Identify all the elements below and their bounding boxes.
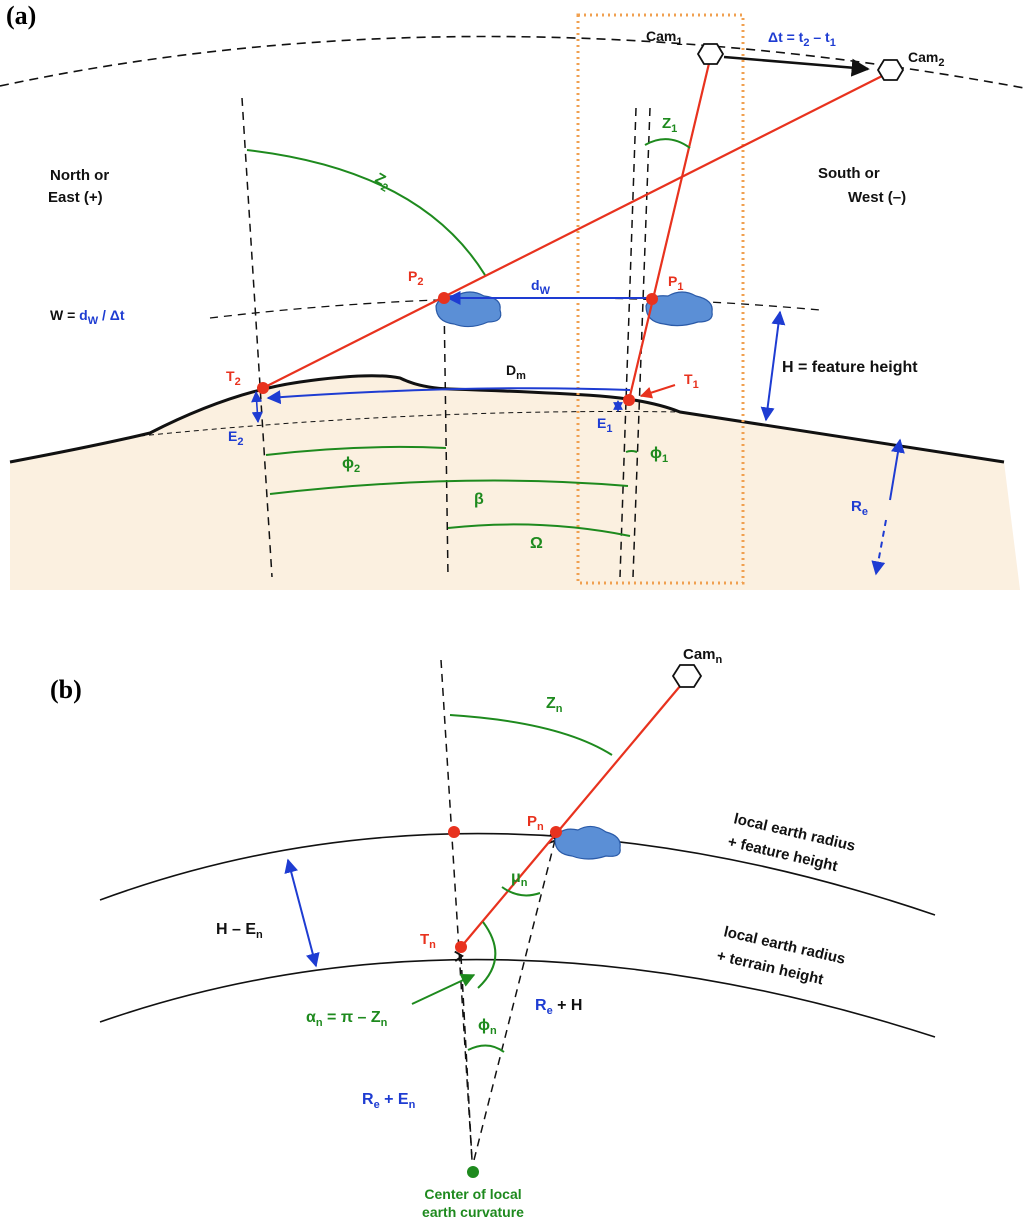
panel-a-tag: (a): [6, 1, 36, 30]
beta-label: β: [474, 491, 484, 508]
alpha-equation: αn = π – Zn: [306, 1009, 388, 1029]
angle-mun-arc: [501, 886, 541, 897]
panel-b-tag: (b): [50, 675, 82, 704]
vertical-p2: [443, 297, 449, 578]
e1-label: E1: [597, 415, 612, 435]
vertical-t2: [241, 97, 273, 578]
ray-cam2: [262, 71, 891, 389]
re-plus-h-label: Re + H: [535, 997, 582, 1017]
dm-label: Dm: [506, 362, 526, 382]
zn-label: Zn: [546, 695, 563, 715]
cam1-icon: [696, 43, 725, 65]
angle-phi2-arc: [265, 445, 447, 456]
angle-alpha-arc: [477, 921, 497, 989]
camn-icon: [671, 664, 703, 688]
ray-camn: [460, 678, 687, 948]
z1-label: Z1: [662, 115, 677, 135]
feature-height-label: H = feature height: [782, 359, 918, 376]
point-t1: [623, 394, 635, 406]
point-p2: [438, 292, 450, 304]
panel-a: (a): [0, 1, 1024, 590]
point-zenith-projection: [448, 826, 460, 838]
north-label-line2: East (+): [48, 189, 103, 206]
pn-label: Pn: [527, 813, 544, 833]
phin-label: ϕn: [478, 1017, 497, 1037]
dw-label: dW: [531, 277, 551, 297]
h-arrow: [760, 310, 786, 422]
t2-label: T2: [226, 368, 241, 388]
tn-label: Tn: [420, 931, 436, 951]
cam2-label: Cam2: [908, 49, 944, 69]
p1-label: P1: [668, 273, 683, 293]
satellite-motion-arrow: [723, 55, 870, 77]
phi2-label: ϕ2: [342, 455, 360, 475]
panel-b: (b) Camn Zn Pn Tn μn H – En: [50, 646, 936, 1220]
p2-label: P2: [408, 268, 423, 288]
re-arrow-dashed: [871, 519, 887, 576]
delta-t-label: Δt = t2 – t1: [768, 29, 836, 49]
cloud-pn: [554, 825, 621, 860]
z2-label: Z2: [371, 170, 394, 195]
cam1-label: Cam1: [646, 28, 682, 48]
angle-z2-arc: [246, 149, 486, 276]
north-label-line1: North or: [50, 167, 109, 184]
angle-zn-arc: [449, 714, 613, 756]
south-label-line1: South or: [818, 165, 880, 182]
e2-arrow: [251, 390, 263, 424]
point-earth-center: [467, 1166, 479, 1178]
satellite-orbit: [0, 35, 1024, 89]
h-minus-en-label: H – En: [216, 921, 263, 941]
re-arrow-solid: [889, 438, 905, 501]
camn-label: Camn: [683, 646, 723, 666]
cloud-p1: [645, 291, 713, 327]
re-plus-en-label: Re + En: [362, 1091, 416, 1111]
terrain-height-surface: [99, 958, 936, 1038]
t1-label: T1: [684, 371, 699, 391]
angle-phin-arc: [467, 1044, 505, 1053]
e2-label: E2: [228, 428, 243, 448]
re-label: Re: [851, 498, 868, 518]
alpha-pointer: [411, 973, 476, 1005]
angle-omega-arc: [447, 523, 631, 537]
w-equation: W = dW / Δt: [50, 307, 125, 327]
omega-label: Ω: [530, 535, 543, 552]
cam2-icon: [876, 59, 905, 81]
point-t2: [257, 382, 269, 394]
h-minus-en-arrow: [284, 858, 320, 968]
t1-pointer: [639, 384, 676, 399]
mun-label: μn: [511, 869, 528, 889]
phi1-label: ϕ1: [650, 445, 668, 465]
angle-z1-arc: [644, 138, 691, 149]
angle-beta-arc: [269, 479, 629, 495]
terrain-body: [10, 375, 1020, 590]
angle-phi1-arc: [625, 450, 638, 453]
feature-height-surface: [99, 832, 936, 916]
center-label-line1: Center of local: [424, 1186, 521, 1202]
dm-arrow: [266, 387, 631, 405]
point-p1: [646, 293, 658, 305]
south-label-line2: West (–): [848, 189, 906, 206]
point-pn: [550, 826, 562, 838]
radius-to-tn: [454, 950, 473, 1161]
center-label-line2: earth curvature: [422, 1204, 524, 1220]
point-tn: [455, 941, 467, 953]
feature-height-arc: [209, 297, 821, 319]
ray-cam1: [627, 54, 713, 401]
